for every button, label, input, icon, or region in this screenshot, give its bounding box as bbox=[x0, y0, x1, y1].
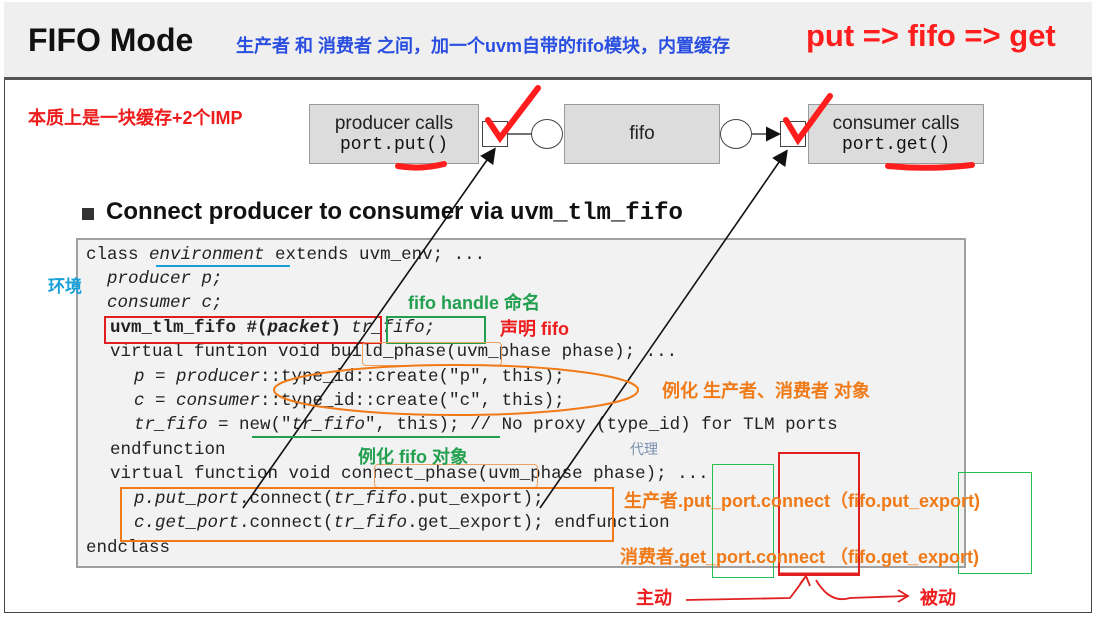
get-underline bbox=[885, 162, 975, 171]
create-ellipse bbox=[273, 364, 639, 416]
checkmark-icon bbox=[783, 93, 833, 146]
annotation-env: 环境 bbox=[48, 277, 82, 296]
annotation-active: 主动 bbox=[636, 588, 672, 608]
port-column-highlight bbox=[712, 464, 774, 578]
bullet-code: uvm_tlm_fifo bbox=[510, 200, 683, 227]
bullet-text: Connect producer to consumer via bbox=[106, 198, 511, 225]
active-arrow bbox=[685, 575, 807, 601]
passive-arrow bbox=[815, 579, 907, 601]
slide-header bbox=[4, 2, 1092, 80]
page-title: FIFO Mode bbox=[28, 22, 194, 58]
annotation-consumer-connect: 消费者.get_port.connect （fifo.get_export) bbox=[620, 547, 980, 567]
annotation-fifo-handle: fifo handle 命名 bbox=[408, 293, 540, 313]
annotation-instantiate-pc: 例化 生产者、消费者 对象 bbox=[662, 381, 871, 401]
connect-block-highlight bbox=[120, 487, 614, 542]
producer-box: producer calls port.put() bbox=[309, 104, 479, 164]
put-underline bbox=[395, 161, 447, 171]
code-line-1: class environment extends uvm_env; ... bbox=[86, 245, 486, 265]
code-block bbox=[76, 238, 966, 568]
fifo-name-highlight bbox=[386, 316, 486, 344]
page-subtitle: 生产者 和 消费者 之间，加一个uvm自带的fifo模块，内置缓存 bbox=[236, 36, 730, 56]
bullet-heading: Connect producer to consumer via uvm_tlm… bbox=[106, 198, 683, 227]
get-port-pointer-arrow bbox=[539, 149, 788, 509]
code-line-11: p.put_port.connect(tr_fifo.put_export); bbox=[134, 489, 544, 509]
put-export-circle bbox=[531, 119, 563, 149]
code-line-6: p = producer::type_id::create("p", this)… bbox=[134, 367, 565, 387]
annotation-instantiate-fifo: 例化 fifo 对象 bbox=[358, 447, 468, 467]
code-line-13: endclass bbox=[86, 538, 171, 558]
put-get-flow: put => fifo => get bbox=[806, 18, 1056, 53]
code-line-10: virtual function void connect_phase(uvm_… bbox=[110, 464, 709, 484]
producer-label: producer calls bbox=[334, 113, 454, 134]
bullet-icon bbox=[82, 208, 94, 220]
annotation-passive: 被动 bbox=[920, 588, 956, 608]
code-line-5: virtual funtion void build_phase(uvm_pha… bbox=[110, 342, 678, 362]
consumer-box: consumer calls port.get() bbox=[808, 104, 984, 164]
producer-call: port.put() bbox=[339, 135, 449, 155]
code-line-12: c.get_port.connect(tr_fifo.get_export); … bbox=[134, 513, 670, 533]
get-export-circle bbox=[720, 119, 752, 149]
code-line-9: endfunction bbox=[110, 440, 226, 460]
export-column-highlight bbox=[958, 472, 1032, 574]
code-line-3: consumer c; bbox=[86, 293, 223, 313]
annotation-proxy: 代理 bbox=[630, 441, 658, 457]
code-line-7: c = consumer::type_id::create("c", this)… bbox=[134, 391, 565, 411]
side-note: 本质上是一块缓存+2个IMP bbox=[28, 108, 243, 128]
consumer-label: consumer calls bbox=[832, 113, 960, 134]
declare-highlight bbox=[104, 316, 382, 344]
consumer-call: port.get() bbox=[841, 135, 951, 155]
fifo-label: fifo bbox=[629, 123, 655, 144]
code-line-8: tr_fifo = new("tr_fifo", this); // No pr… bbox=[134, 415, 838, 435]
code-line-4: uvm_tlm_fifo #(packet)tr_fifo; bbox=[110, 318, 436, 338]
annotation-producer-connect: 生产者.put_port.connect（fifo.put_export) bbox=[624, 491, 980, 511]
code-line-2: producer p; bbox=[86, 269, 223, 289]
fifo-box: fifo bbox=[564, 104, 720, 164]
checkmark-icon bbox=[485, 85, 541, 144]
put-port-pointer-arrow bbox=[242, 147, 496, 509]
annotation-declare-fifo: 声明 fifo bbox=[500, 319, 569, 339]
